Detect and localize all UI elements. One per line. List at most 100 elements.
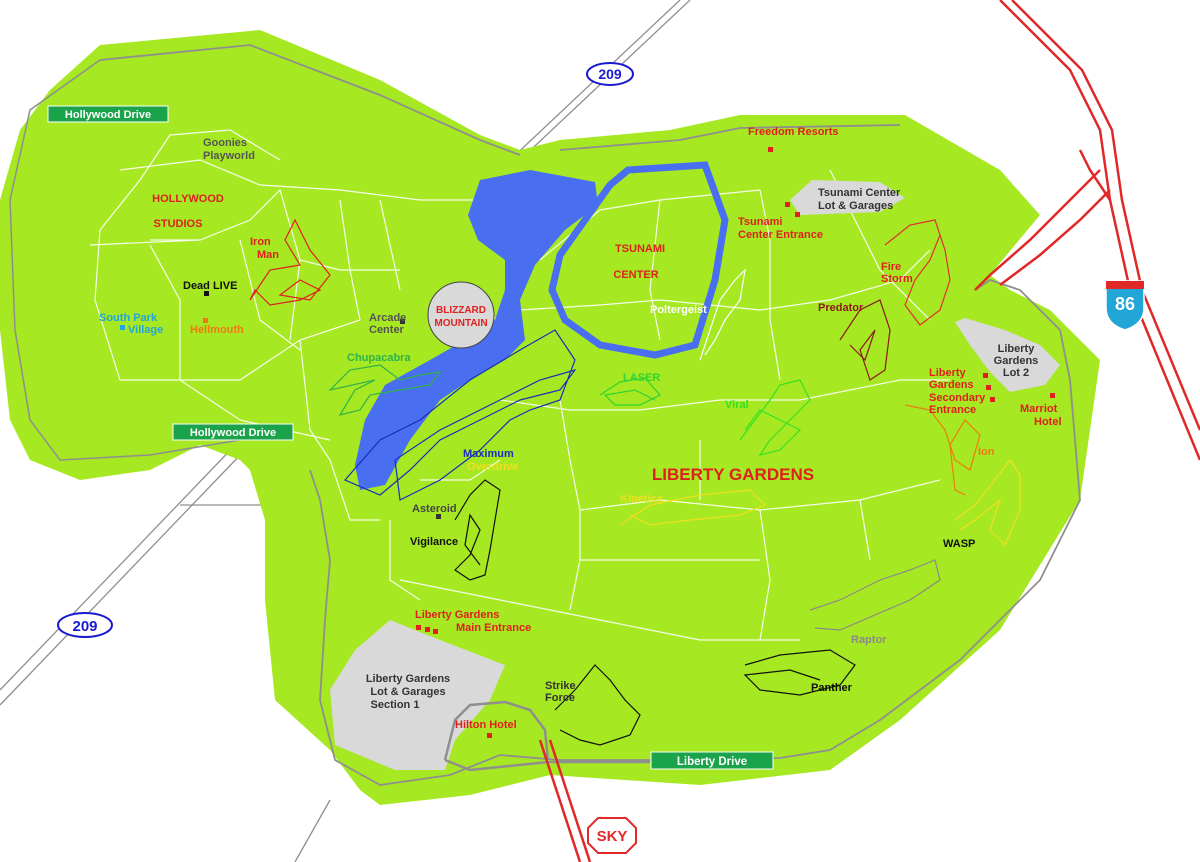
ion-track[interactable] — [904, 404, 981, 496]
hollywood-drive-label-mid: Hollywood Drive — [190, 427, 276, 439]
marriot-label-1: Marriot — [1020, 403, 1058, 415]
goonies-label-2: Playworld — [203, 150, 255, 162]
strike-force-label-1: Strike — [545, 680, 576, 692]
route-209-shield-top: 209 — [586, 62, 634, 86]
interstate-86-shield: 86 — [1105, 280, 1145, 331]
goonies-label-1: Goonies — [203, 137, 247, 149]
wasp-label: WASP — [943, 538, 975, 550]
lot-2-label-2: Gardens — [994, 355, 1039, 367]
route-209-label-top: 209 — [598, 66, 622, 82]
lot-section-1 — [330, 620, 505, 770]
maximum-label-2: Overdrive — [467, 461, 518, 473]
secondary-entrance-label-1: Liberty — [929, 367, 967, 379]
section-1-label-3: Section 1 — [371, 699, 420, 711]
arcade-label-1: Arcade — [369, 312, 406, 324]
perimeter-road-west — [9, 59, 241, 461]
hilton-label: Hilton Hotel — [455, 719, 517, 731]
viral-track[interactable] — [739, 379, 811, 456]
liberty-drive-label: Liberty Drive — [677, 756, 747, 768]
south-park-label-1: South Park — [99, 312, 158, 324]
liberty-drive-sign: Liberty Drive — [650, 751, 774, 770]
panther-label: Panther — [811, 682, 853, 694]
tsunami-center-label-1: TSUNAMI — [615, 243, 665, 255]
park-area — [0, 30, 1100, 805]
poltergeist-track[interactable] — [699, 268, 746, 361]
tsunami-center-label-2: CENTER — [613, 269, 658, 281]
fire-storm-track[interactable] — [884, 219, 951, 326]
marriot-label-2: Hotel — [1034, 416, 1062, 428]
secondary-entrance-label-2: Gardens — [929, 379, 974, 391]
maximum-overdrive-track[interactable] — [344, 329, 577, 501]
laser-label: LASER — [623, 372, 660, 384]
hollywood-drive-sign-top: Hollywood Drive — [47, 105, 169, 123]
secondary-entrance-label-3: Secondary — [929, 392, 986, 404]
hollywood-studios-label-2: STUDIOS — [154, 218, 203, 230]
blizzard-mountain-label-2: MOUNTAIN — [434, 318, 487, 329]
lot-2-label-3: Lot 2 — [1003, 367, 1029, 379]
liberty-drive-road — [444, 758, 650, 772]
secondary-entrance-label-4: Entrance — [929, 404, 976, 416]
strike-force-track[interactable] — [554, 664, 641, 746]
hellmouth-label: Hellmouth — [190, 324, 244, 336]
main-entrance-label-2: Main Entrance — [456, 622, 531, 634]
wasp-track[interactable] — [954, 458, 1021, 547]
maximum-label-1: Maximum — [463, 448, 514, 460]
dead-live-marker — [204, 291, 209, 296]
predator-label: Predator — [818, 302, 864, 314]
hellmouth-marker — [203, 318, 208, 323]
hilton-loop — [443, 700, 550, 761]
raptor-track[interactable] — [809, 559, 941, 631]
viral-label: Viral — [725, 399, 749, 411]
vigilance-track[interactable] — [454, 479, 501, 581]
route-209-label-left: 209 — [72, 618, 97, 635]
freedom-resorts-label: Freedom Resorts — [748, 126, 838, 138]
raptor-label: Raptor — [851, 634, 887, 646]
south-park-label-2: Village — [128, 324, 163, 336]
fire-storm-label-2: Storm — [881, 273, 913, 285]
fire-storm-label-1: Fire — [881, 261, 901, 273]
lot-tsunami — [790, 180, 905, 215]
tsunami-moat — [548, 161, 729, 359]
predator-track[interactable] — [839, 299, 891, 381]
iron-man-label-1: Iron — [250, 236, 271, 248]
tsunami-lot-label-1: Tsunami Center — [818, 187, 901, 199]
blizzard-mountain-label-1: BLIZZARD — [436, 305, 486, 316]
strike-force-label-2: Force — [545, 692, 575, 704]
arcade-marker — [400, 319, 405, 324]
tsunami-lot-label-2: Lot & Garages — [818, 200, 893, 212]
park-name: LIBERTY GARDENS — [652, 465, 814, 484]
interstate-86-label: 86 — [1115, 294, 1135, 314]
route-209-shield-left: 209 — [57, 612, 113, 638]
section-1-label-1: Liberty Gardens — [366, 673, 450, 685]
iron-man-track[interactable] — [249, 218, 331, 306]
lot-2-label-1: Liberty — [998, 343, 1036, 355]
section-1-label-2: Lot & Garages — [370, 686, 445, 698]
main-entrance-label-1: Liberty Gardens — [415, 609, 499, 621]
hollywood-drive-label-top: Hollywood Drive — [65, 109, 151, 121]
asteroid-label: Asteroid — [412, 503, 457, 515]
route-209-road — [0, 0, 691, 862]
tsunami-entrance-label-2: Center Entrance — [738, 229, 823, 241]
poltergeist-label: Poltergeist — [650, 304, 707, 316]
arcade-label-2: Center — [369, 324, 405, 336]
lake — [355, 170, 598, 490]
kinetica-label: Kinetica — [620, 493, 664, 505]
blizzard-mountain-dome[interactable] — [427, 281, 495, 349]
lot-2 — [955, 318, 1060, 392]
dead-live-label: Dead LIVE — [183, 280, 237, 292]
south-park-marker — [120, 325, 125, 330]
chupacabra-track[interactable] — [328, 364, 442, 416]
sky-label: SKY — [597, 828, 628, 845]
walkways — [89, 129, 950, 641]
sky-shield: SKY — [587, 817, 637, 854]
iron-man-label-2: Man — [257, 249, 279, 261]
kinetica-track[interactable] — [619, 489, 767, 526]
ion-label: Ion — [978, 446, 995, 458]
hollywood-studios-label-1: HOLLYWOOD — [152, 193, 224, 205]
chupacabra-label: Chupacabra — [347, 352, 411, 364]
tsunami-entrance-label-1: Tsunami — [738, 216, 782, 228]
laser-track[interactable] — [599, 377, 661, 406]
panther-track[interactable] — [743, 649, 856, 696]
sky-road — [538, 739, 592, 862]
